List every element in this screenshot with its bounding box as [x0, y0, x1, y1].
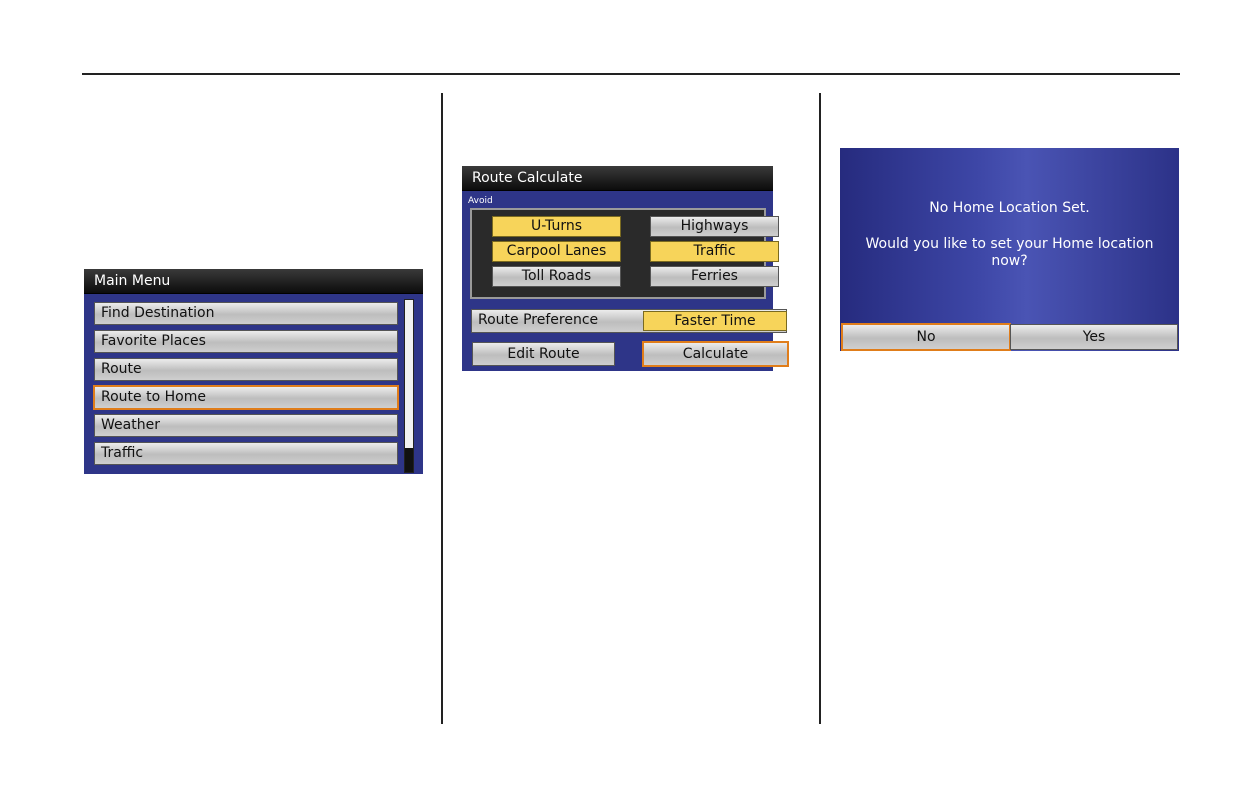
menu-item-favorite-places[interactable]: Favorite Places: [94, 330, 398, 353]
column-divider-right: [819, 93, 821, 724]
dialog-question-line2: now?: [991, 253, 1028, 269]
avoid-carpool-lanes-toggle[interactable]: Carpool Lanes: [492, 241, 621, 262]
menu-item-traffic[interactable]: Traffic: [94, 442, 398, 465]
avoid-label: Avoid: [468, 196, 493, 206]
dialog-question-line1: Would you like to set your Home location: [865, 236, 1154, 252]
avoid-toll-roads-toggle[interactable]: Toll Roads: [492, 266, 621, 287]
avoid-u-turns-toggle[interactable]: U-Turns: [492, 216, 621, 237]
calculate-button[interactable]: Calculate: [642, 341, 789, 367]
top-rule: [82, 73, 1180, 75]
menu-item-find-destination[interactable]: Find Destination: [94, 302, 398, 325]
avoid-ferries-toggle[interactable]: Ferries: [650, 266, 779, 287]
main-menu-title: Main Menu: [84, 269, 423, 294]
menu-item-route-to-home[interactable]: Route to Home: [93, 385, 399, 410]
route-preference-label: Route Preference: [478, 312, 599, 328]
avoid-options-box: U-Turns Highways Carpool Lanes Traffic T…: [470, 208, 779, 299]
dialog-title: No Home Location Set.: [929, 200, 1090, 216]
route-calculate-screen: Route Calculate Avoid U-Turns Highways C…: [462, 166, 789, 371]
menu-item-route[interactable]: Route: [94, 358, 398, 381]
menu-item-weather[interactable]: Weather: [94, 414, 398, 437]
menu-scrollbar[interactable]: [404, 299, 414, 473]
menu-scroll-thumb[interactable]: [405, 448, 413, 472]
avoid-highways-toggle[interactable]: Highways: [650, 216, 779, 237]
route-preference-value[interactable]: Faster Time: [643, 311, 787, 331]
avoid-traffic-toggle[interactable]: Traffic: [650, 241, 779, 262]
main-menu-screen: Main Menu Find Destination Favorite Plac…: [84, 269, 423, 474]
route-calculate-title: Route Calculate: [462, 166, 773, 191]
dialog-no-button[interactable]: No: [841, 323, 1011, 351]
no-home-dialog: No Home Location Set. Would you like to …: [840, 148, 1179, 351]
dialog-yes-button[interactable]: Yes: [1010, 324, 1178, 350]
column-divider-left: [441, 93, 443, 724]
edit-route-button[interactable]: Edit Route: [472, 342, 615, 366]
